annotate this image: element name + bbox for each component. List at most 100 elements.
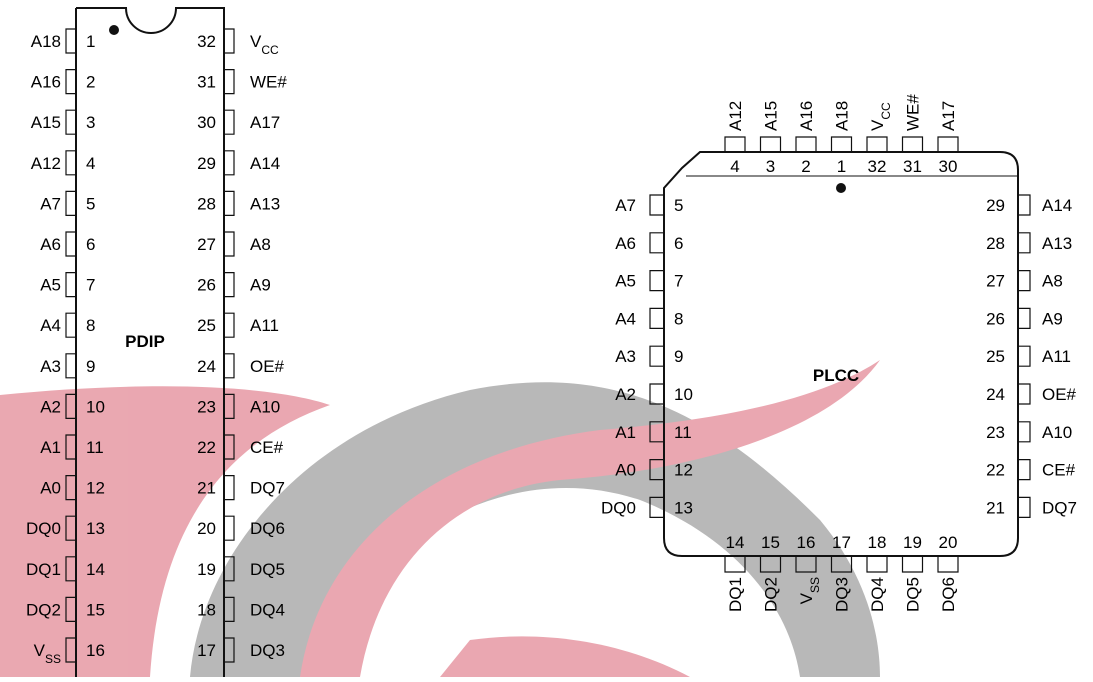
pdip-pin-name: VSS xyxy=(34,641,61,666)
plcc-pin-name-text: A14 xyxy=(1042,196,1072,215)
pdip-pin-name-text: A3 xyxy=(40,357,61,376)
plcc-pin-number: 24 xyxy=(986,385,1005,404)
pdip-pin-name: A4 xyxy=(40,316,61,335)
pdip-pin-lead xyxy=(65,556,76,582)
plcc-pin-number: 30 xyxy=(939,157,958,176)
plcc-pin-name: OE# xyxy=(1042,385,1077,404)
plcc-pin-lead xyxy=(901,556,924,573)
plcc-pin-name-text: A5 xyxy=(615,272,636,291)
pdip-pin-name-text: A11 xyxy=(250,316,279,335)
plcc-pin-lead xyxy=(937,556,959,573)
pdip-pin-name: A2 xyxy=(40,397,61,416)
plcc-pin-name: A5 xyxy=(615,272,636,291)
pdip-pin-name: OE# xyxy=(250,357,285,376)
plcc-pin-name-text: OE# xyxy=(1042,385,1077,404)
pdip-pin-lead xyxy=(224,515,235,541)
pdip-pin-lead xyxy=(65,596,76,622)
plcc-pin-lead xyxy=(649,270,664,292)
pdip-pin-name-text: DQ6 xyxy=(250,519,285,538)
plcc-pin-name: A1 xyxy=(615,423,636,442)
pdip-pin-lead xyxy=(224,475,235,501)
pdip-pin-name: A3 xyxy=(40,357,61,376)
pdip-pin-name-text: V xyxy=(250,32,262,51)
plcc-pin-number: 4 xyxy=(730,157,739,176)
pdip-pin-name-text: A0 xyxy=(40,479,61,498)
plcc-pin-lead xyxy=(901,136,924,152)
pdip-pin-lead xyxy=(224,434,235,460)
pdip-pin-lead xyxy=(224,312,235,338)
pdip-pin-lead xyxy=(65,393,76,419)
plcc-pin-lead xyxy=(1018,232,1031,254)
plcc-pin-name-text: A0 xyxy=(615,461,636,480)
plcc-pin-lead xyxy=(1018,383,1031,405)
plcc-pin-lead xyxy=(724,136,746,152)
plcc-pin-lead xyxy=(649,496,664,518)
pdip-pin-name: DQ6 xyxy=(250,519,285,538)
plcc-pin-number: 16 xyxy=(797,533,816,552)
pdip-pin-name-text: A12 xyxy=(31,154,61,173)
pdip-pin-number: 29 xyxy=(197,154,216,173)
pdip-pin-name-text: A17 xyxy=(250,113,280,132)
plcc-pin-lead xyxy=(1018,459,1031,481)
pdip-pin-name: A6 xyxy=(40,235,61,254)
pdip-pin-name: A15 xyxy=(31,113,61,132)
plcc-pin-lead xyxy=(795,556,817,573)
pdip-pin-lead xyxy=(65,434,76,460)
plcc-pin-number: 20 xyxy=(939,533,958,552)
pdip-pin-number: 20 xyxy=(197,519,216,538)
plcc-pin-name-text: V xyxy=(868,119,887,131)
pdip-pin-name-text: A6 xyxy=(40,235,61,254)
plcc-pin-name: A15 xyxy=(762,101,781,131)
plcc-pin-name: A4 xyxy=(615,309,636,328)
plcc-pin-name: A10 xyxy=(1042,423,1072,442)
plcc-pin-name: DQ4 xyxy=(868,577,887,612)
pdip-pin-name-text: DQ4 xyxy=(250,600,285,619)
pdip-pin-lead xyxy=(65,109,76,135)
plcc-pin-lead xyxy=(649,232,664,254)
plcc-pin-name-text: DQ0 xyxy=(601,498,636,517)
plcc-pin-name: A3 xyxy=(615,347,636,366)
pdip-pin-number: 16 xyxy=(86,641,105,660)
pdip-pin-number: 32 xyxy=(197,32,216,51)
pdip-pin-lead xyxy=(224,556,235,582)
plcc-pin-lead xyxy=(649,194,664,216)
plcc-pin-name: VCC xyxy=(868,102,893,131)
pdip-pin-number: 22 xyxy=(197,438,216,457)
pdip-pin-name: A8 xyxy=(250,235,271,254)
plcc-pin-lead xyxy=(759,556,782,573)
plcc-pin-number: 1 xyxy=(837,157,846,176)
pdip-pin-lead xyxy=(224,109,235,135)
plcc-pin-number: 15 xyxy=(761,533,780,552)
pdip-pin-name-text: DQ2 xyxy=(26,600,61,619)
pdip-pin-lead xyxy=(65,515,76,541)
plcc-pin-number: 17 xyxy=(832,533,851,552)
pdip-pin-name-text: A16 xyxy=(31,73,61,92)
plcc-pin-lead xyxy=(1018,270,1031,292)
plcc-pin-name: VSS xyxy=(797,577,822,604)
plcc-pin-name-text: A4 xyxy=(615,309,636,328)
plcc-pin-name: DQ7 xyxy=(1042,498,1077,517)
pdip-pin-number: 27 xyxy=(197,235,216,254)
plcc-pin-lead xyxy=(795,136,817,152)
plcc-pin-name-text: DQ1 xyxy=(726,577,745,612)
plcc-pin-name: A11 xyxy=(1042,347,1071,366)
plcc-pin-lead xyxy=(1018,194,1031,216)
plcc-pin-name-text: A10 xyxy=(1042,423,1072,442)
plcc-pin-number: 32 xyxy=(868,157,887,176)
pdip-pin-lead xyxy=(65,272,76,298)
watermark-red-base xyxy=(440,636,690,677)
plcc-pin-name: DQ0 xyxy=(601,498,636,517)
pdip-pin-lead xyxy=(224,272,235,298)
pdip-pin-name: DQ2 xyxy=(26,600,61,619)
plcc-pin-name: CE# xyxy=(1042,461,1076,480)
plcc-pin-lead xyxy=(724,556,746,573)
plcc-pin-name-text: A7 xyxy=(615,196,636,215)
plcc-pin-lead xyxy=(649,459,664,481)
pdip-pin-name-text: DQ7 xyxy=(250,479,285,498)
pdip-pin-name-text: A13 xyxy=(250,194,280,213)
plcc-pin-number: 27 xyxy=(986,272,1005,291)
